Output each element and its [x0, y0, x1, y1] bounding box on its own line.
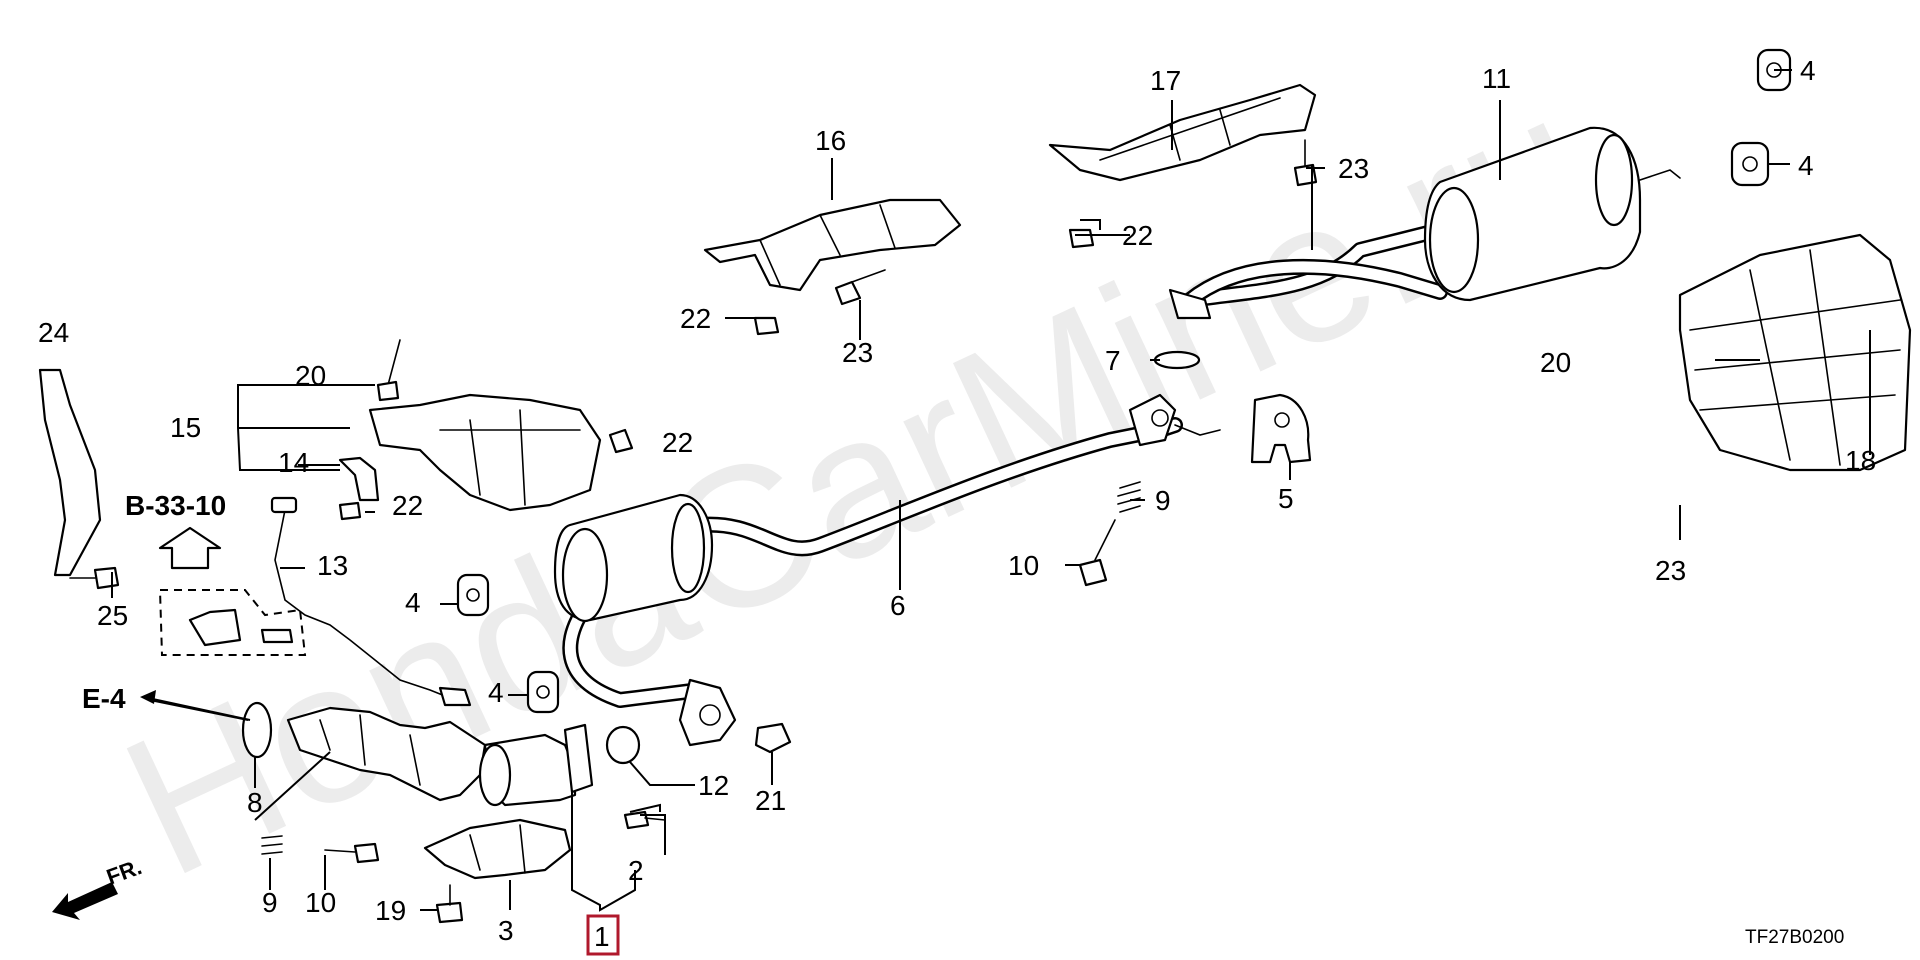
upper-heat-shield[interactable]	[1048, 83, 1317, 182]
flange-bolt[interactable]	[69, 566, 120, 590]
callout-11: 11	[1482, 63, 1511, 94]
callout-4: 4	[488, 677, 504, 708]
lower-heat-shield[interactable]	[423, 818, 572, 880]
front-label: FR.	[103, 854, 145, 890]
callout-4: 4	[1800, 55, 1816, 86]
rubber-mount[interactable]	[526, 670, 560, 714]
oxygen-sensor[interactable]	[270, 496, 472, 707]
callout-24: 24	[38, 317, 69, 348]
callout-20: 20	[1540, 347, 1571, 378]
rear-muffler[interactable]	[1168, 126, 1681, 320]
flange-nut[interactable]	[754, 722, 792, 754]
flange-bolt[interactable]	[435, 884, 464, 924]
front-heat-shield[interactable]	[368, 393, 602, 512]
callout-23: 23	[1655, 555, 1686, 586]
gasket[interactable]	[605, 725, 641, 765]
spring[interactable]	[1117, 481, 1141, 513]
callout-3: 3	[498, 915, 514, 946]
callout-21: 21	[755, 785, 786, 816]
bolt[interactable]	[324, 842, 380, 864]
callout-18: 18	[1845, 445, 1876, 476]
up-arrow-icon	[158, 526, 222, 570]
callout-12: 12	[698, 770, 729, 801]
callout-15: 15	[170, 412, 201, 443]
bolt[interactable]	[1078, 519, 1116, 587]
callout-16: 16	[815, 125, 846, 156]
callout-17: 17	[1150, 65, 1181, 96]
flange-nut[interactable]	[338, 501, 362, 521]
callout-25: 25	[97, 600, 128, 631]
gasket[interactable]	[241, 701, 273, 759]
middle-pipe[interactable]	[553, 393, 1221, 747]
callout-4: 4	[1798, 150, 1814, 181]
callout-20: 20	[295, 360, 326, 391]
front-pipe-catalyst[interactable]	[286, 706, 594, 807]
callout-10: 10	[305, 887, 336, 918]
callout-4: 4	[405, 587, 421, 618]
callout-10: 10	[1008, 550, 1039, 581]
watermark: HondaCarMine.ru	[94, 50, 1619, 919]
flange-bolt[interactable]	[1293, 139, 1318, 187]
gasket[interactable]	[1153, 350, 1201, 370]
rubber-mount[interactable]	[1730, 141, 1770, 187]
b-reference: B-33-10	[125, 490, 226, 521]
diagram-code: TF27B0200	[1745, 927, 1844, 948]
callout-5: 5	[1278, 483, 1294, 514]
callout-2: 2	[628, 855, 644, 886]
callout-23: 23	[842, 337, 873, 368]
bracket-stay[interactable]	[38, 368, 102, 577]
callout-14: 14	[278, 447, 309, 478]
callout-22: 22	[680, 303, 711, 334]
callout-9: 9	[262, 887, 278, 918]
flange-nut[interactable]	[1068, 228, 1095, 249]
rubber-mount[interactable]	[456, 573, 490, 617]
callout-6: 6	[890, 590, 906, 621]
callout-8: 8	[247, 787, 263, 818]
callout-1-box[interactable]	[586, 914, 620, 956]
callout-1[interactable]: 1	[594, 921, 610, 952]
e-reference: E-4	[82, 683, 126, 714]
flange-bolt[interactable]	[834, 269, 886, 306]
callout-22: 22	[1122, 220, 1153, 251]
callout-9: 9	[1155, 485, 1171, 516]
callout-23: 23	[1338, 153, 1369, 184]
callout-7: 7	[1105, 345, 1121, 376]
flange-bolt[interactable]	[376, 339, 401, 402]
callout-13: 13	[317, 550, 348, 581]
callout-22: 22	[392, 490, 423, 521]
flange-nut[interactable]	[753, 316, 780, 336]
rubber-mount[interactable]	[1250, 393, 1312, 464]
spring[interactable]	[261, 835, 283, 855]
callout-19: 19	[375, 895, 406, 926]
middle-heat-shield[interactable]	[703, 198, 962, 292]
bracket[interactable]	[338, 456, 380, 502]
e-ref-arrow-icon	[140, 690, 251, 721]
rear-heat-shield[interactable]	[1678, 233, 1912, 472]
front-direction-icon	[52, 882, 118, 920]
flange-nut[interactable]	[608, 428, 634, 454]
detail-box	[158, 589, 307, 656]
callout-22: 22	[662, 427, 693, 458]
